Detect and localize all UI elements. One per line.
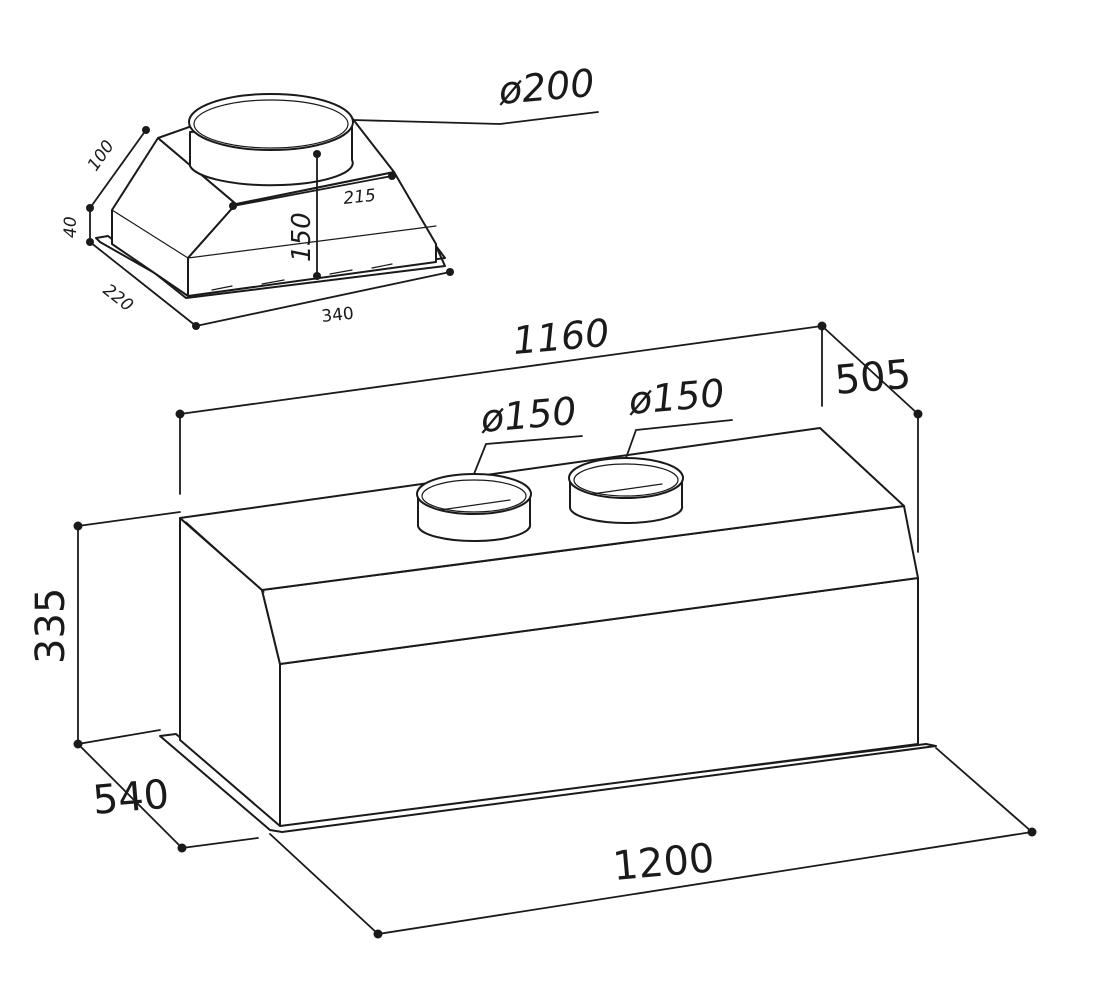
plenum-box (86, 93, 599, 330)
plenum-collar-height-label: 40 (61, 216, 81, 238)
plenum-diameter-label: ø200 (496, 61, 596, 113)
hood-depth-top-label: 505 (833, 351, 913, 403)
hood-outlet-left-label: ø150 (478, 389, 578, 441)
hood-outlet-right-label: ø150 (626, 371, 726, 423)
hood-height-label: 335 (28, 588, 74, 664)
hood-width-top-label: 1160 (511, 311, 611, 363)
plenum-width-label: 340 (320, 304, 354, 327)
plenum-depth-label: 220 (99, 280, 137, 316)
plenum-height-label: 150 (287, 212, 317, 262)
hood-outlet-left (416, 473, 532, 543)
plenum-collar (188, 93, 354, 187)
hood-outlet-right (568, 457, 684, 525)
plenum-depth-top-label: 100 (84, 137, 119, 175)
plenum-inner-width-label: 215 (342, 186, 376, 209)
hood-body (73, 321, 1037, 939)
hood-width-label: 1200 (611, 835, 716, 890)
hood-depth-label: 540 (91, 771, 171, 823)
